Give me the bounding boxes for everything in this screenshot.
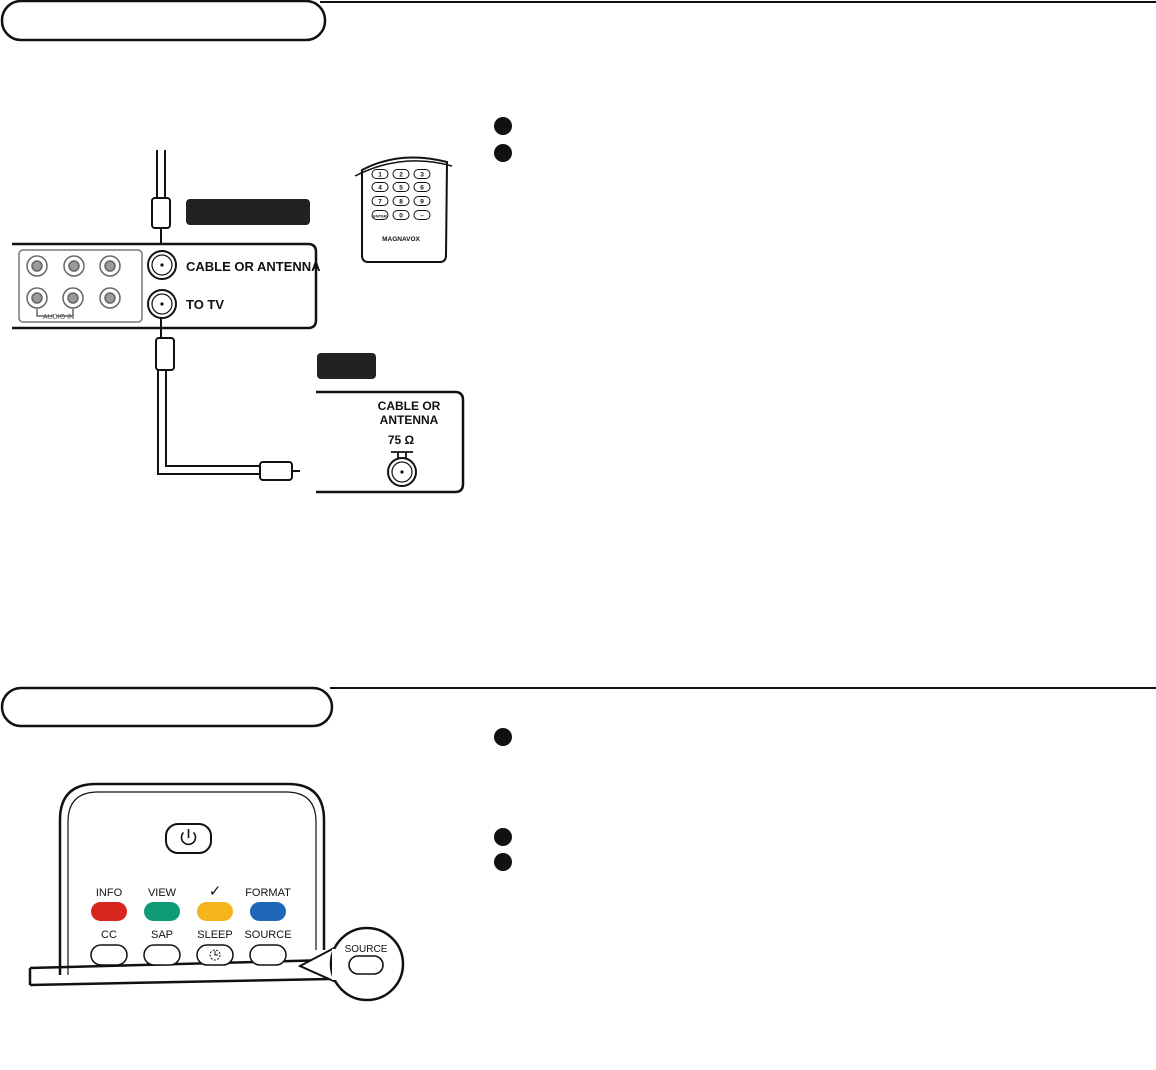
source-button-zoomed[interactable] <box>348 955 384 975</box>
power-button[interactable] <box>165 823 212 854</box>
keypad-key-label: 2 <box>399 171 403 178</box>
coax-jack-to-tv <box>147 289 177 319</box>
keypad-key-11[interactable]: 0 <box>392 210 410 220</box>
step-bullet-2 <box>494 144 512 162</box>
color-key-label: INFO <box>96 887 123 899</box>
function-key-label: CC <box>101 929 117 941</box>
color-key-row: INFO VIEW ✓ FORMAT <box>91 883 291 921</box>
color-key-label: FORMAT <box>245 887 291 899</box>
tv-jack-impedance: 75 Ω <box>388 433 415 447</box>
keypad-key-label: 5 <box>399 184 403 191</box>
color-key-button[interactable] <box>144 902 180 921</box>
source-zoom-callout <box>297 926 405 1002</box>
function-key-row: CC SAP SLEEP SOURCE <box>90 929 292 966</box>
step-bullet-5 <box>494 853 512 871</box>
rca-jacks <box>26 255 121 317</box>
keypad-key-4[interactable]: 4 <box>371 182 389 192</box>
function-key-label: SLEEP <box>197 929 232 941</box>
keypad-key-10[interactable]: ENTER <box>371 210 389 220</box>
cable-or-antenna-label: CABLE OR ANTENNA <box>186 259 321 274</box>
keypad-key-8[interactable]: 8 <box>392 196 410 206</box>
keypad-key-label: 0 <box>399 212 403 219</box>
keypad-key-label: 6 <box>420 184 424 191</box>
color-key-label: ✓ <box>209 883 222 900</box>
keypad-key-label: 8 <box>399 198 403 205</box>
step-bullet-3 <box>494 728 512 746</box>
tv-jack-label-line1: CABLE OR <box>378 399 441 413</box>
keypad-key-2[interactable]: 2 <box>392 169 410 179</box>
function-key-button[interactable] <box>249 944 287 966</box>
color-key-label: VIEW <box>148 887 177 899</box>
keypad-key-label: ENTER <box>373 213 387 218</box>
keypad-key-label: 3 <box>420 171 424 178</box>
keypad-key-6[interactable]: 6 <box>413 182 431 192</box>
large-remote <box>28 782 331 987</box>
label-bar-2 <box>317 353 376 379</box>
tv-jack-label-line2: ANTENNA <box>380 413 439 427</box>
function-key-label: SOURCE <box>244 929 291 941</box>
audio-in-label: AUDIO IN <box>43 314 74 321</box>
function-key-button[interactable] <box>90 944 128 966</box>
keypad-key-label: – <box>420 212 424 219</box>
section-header-2 <box>0 686 1156 728</box>
function-key-button[interactable] <box>143 944 181 966</box>
keypad-key-label: 1 <box>378 171 382 178</box>
label-bar-1 <box>186 199 310 225</box>
color-key-button[interactable] <box>250 902 286 921</box>
connecting-cable <box>155 318 300 481</box>
incoming-cable <box>151 150 171 246</box>
keypad-key-5[interactable]: 5 <box>392 182 410 192</box>
coax-jack-cable-or-antenna <box>147 250 177 280</box>
color-key-button[interactable] <box>197 902 233 921</box>
remote-brand-label: MAGNAVOX <box>382 236 420 243</box>
keypad-key-label: 4 <box>378 184 382 191</box>
source-zoom-label: SOURCE <box>345 944 388 955</box>
tv-back-panel <box>316 390 465 494</box>
step-bullet-1 <box>494 117 512 135</box>
keypad-key-label: 9 <box>420 198 424 205</box>
keypad-key-12[interactable]: – <box>413 210 431 220</box>
function-key-label: SAP <box>151 929 173 941</box>
section-header-1 <box>0 0 1156 42</box>
color-key-button[interactable] <box>91 902 127 921</box>
keypad-key-label: 7 <box>378 198 382 205</box>
keypad-key-1[interactable]: 1 <box>371 169 389 179</box>
to-tv-label: TO TV <box>186 297 224 312</box>
sleep-timer-icon <box>209 949 221 961</box>
keypad-key-3[interactable]: 3 <box>413 169 431 179</box>
keypad-key-9[interactable]: 9 <box>413 196 431 206</box>
keypad-key-7[interactable]: 7 <box>371 196 389 206</box>
step-bullet-4 <box>494 828 512 846</box>
